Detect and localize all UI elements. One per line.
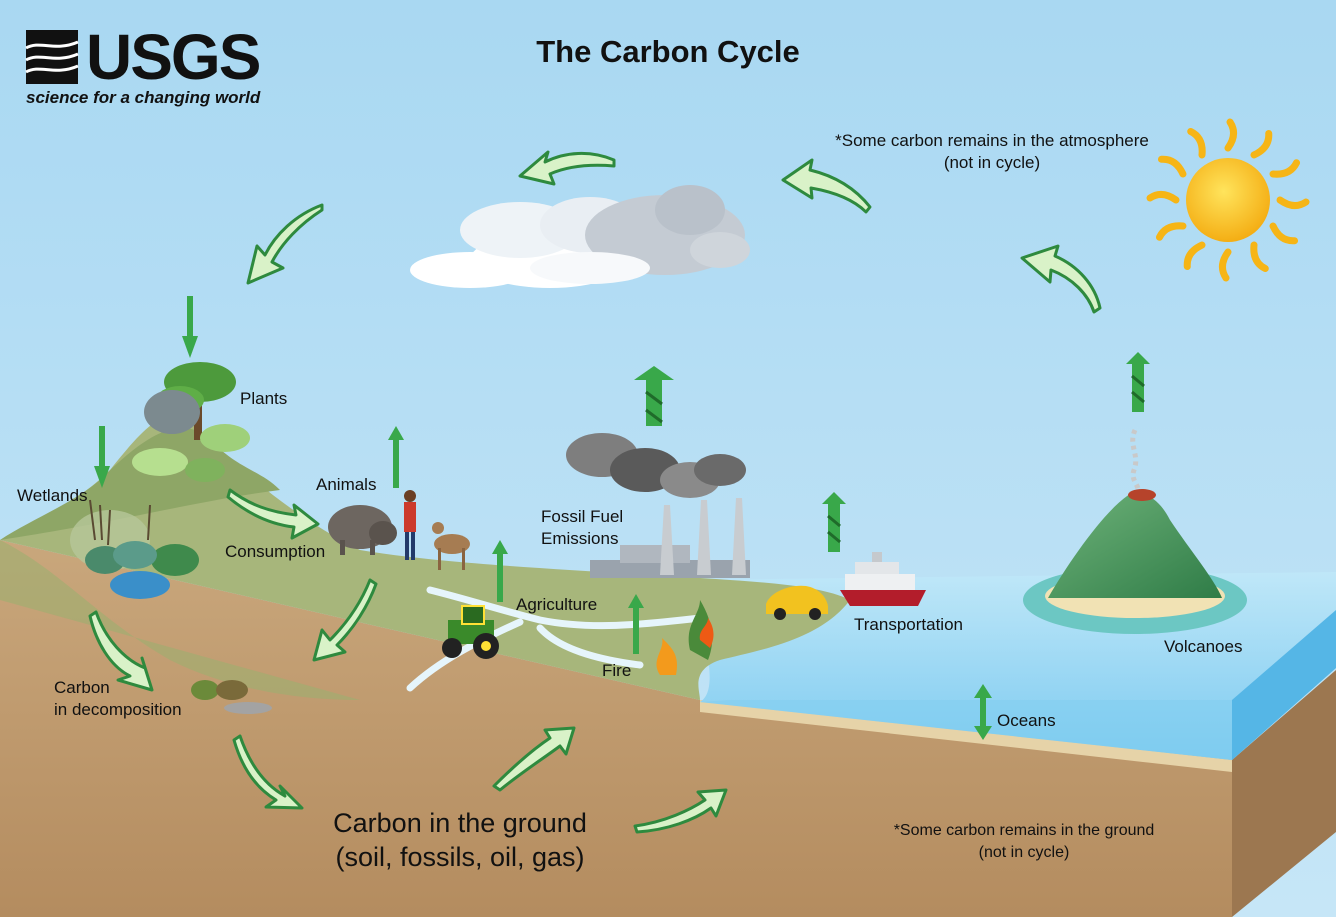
arrow-agriculture-up	[492, 540, 508, 602]
animals-illustration	[328, 490, 470, 570]
sun	[1146, 118, 1310, 282]
arrow-to-plants	[246, 203, 324, 285]
ground-note-line1: *Some carbon remains in the ground	[893, 822, 1155, 839]
label-animals: Animals	[316, 475, 377, 494]
label-decomposition-line1: Carbon	[54, 678, 110, 697]
tractor-illustration	[442, 605, 499, 659]
car-illustration	[766, 585, 828, 620]
atmosphere-note: *Some carbon remains in the atmosphere (…	[820, 130, 1164, 174]
arrow-cloud-left	[518, 150, 616, 186]
arrow-volcano-up	[1020, 244, 1102, 314]
arrow-volcano-up-small	[1126, 352, 1150, 412]
arrow-animals-down	[312, 578, 378, 662]
arrow-consumption	[226, 488, 320, 540]
ocean-side	[1232, 610, 1336, 760]
usgs-tagline: science for a changing world	[26, 88, 261, 107]
usgs-logo-mark	[25, 30, 79, 84]
arrow-transport-up	[822, 492, 846, 552]
label-decomposition: Carbon in decomposition	[54, 677, 182, 721]
plants-illustration	[132, 362, 250, 482]
wetlands-illustration	[70, 499, 199, 599]
label-oceans: Oceans	[997, 711, 1056, 730]
ground-label: Carbon in the ground (soil, fossils, oil…	[310, 806, 610, 874]
volcano	[1048, 493, 1222, 598]
label-decomposition-line2: in decomposition	[54, 700, 182, 719]
label-volcanoes: Volcanoes	[1164, 637, 1243, 656]
atmosphere-note-line2: (not in cycle)	[943, 153, 1041, 172]
page-title: The Carbon Cycle	[536, 34, 800, 69]
label-fire: Fire	[602, 661, 632, 680]
arrow-plants-down	[182, 296, 198, 358]
label-transportation: Transportation	[854, 615, 963, 634]
arrow-animals-up	[388, 426, 404, 488]
label-fossil-fuel-line2: Emissions	[541, 529, 619, 548]
label-fossil-fuel: Fossil Fuel Emissions	[541, 506, 623, 550]
arrow-ground-up	[492, 726, 576, 792]
label-agriculture: Agriculture	[516, 595, 598, 614]
ground-note-line2: (not in cycle)	[978, 844, 1070, 861]
arrow-to-cloud	[781, 158, 872, 214]
decomposition-illustration	[191, 680, 272, 714]
label-fossil-fuel-line1: Fossil Fuel	[541, 507, 624, 526]
arrow-factory-up	[634, 366, 674, 426]
ground-label-line2: (soil, fossils, oil, gas)	[335, 842, 585, 872]
factory-illustration	[566, 433, 750, 578]
label-consumption: Consumption	[225, 542, 326, 561]
cycle-arrows	[88, 150, 1102, 834]
label-plants: Plants	[240, 389, 288, 408]
soil-side	[1232, 670, 1336, 917]
ship-illustration	[840, 552, 926, 606]
label-wetlands: Wetlands	[17, 486, 88, 505]
atmosphere-note-line1: *Some carbon remains in the atmosphere	[835, 131, 1149, 150]
ground-label-line1: Carbon in the ground	[333, 808, 587, 838]
arrow-decomp-ground	[232, 734, 304, 810]
ground-note: *Some carbon remains in the ground (not …	[868, 820, 1180, 864]
arrow-wetlands-down-small	[94, 426, 110, 488]
soil-front	[0, 540, 1232, 917]
usgs-logo: USGS	[86, 21, 261, 93]
arrow-wetlands-down	[88, 610, 154, 692]
clouds	[410, 185, 750, 288]
vertical-arrows	[94, 296, 1150, 740]
arrow-fire-up	[628, 594, 644, 654]
fire-illustration	[656, 600, 714, 675]
arrow-ground-right	[633, 788, 728, 834]
arrow-oceans-both	[974, 684, 992, 740]
